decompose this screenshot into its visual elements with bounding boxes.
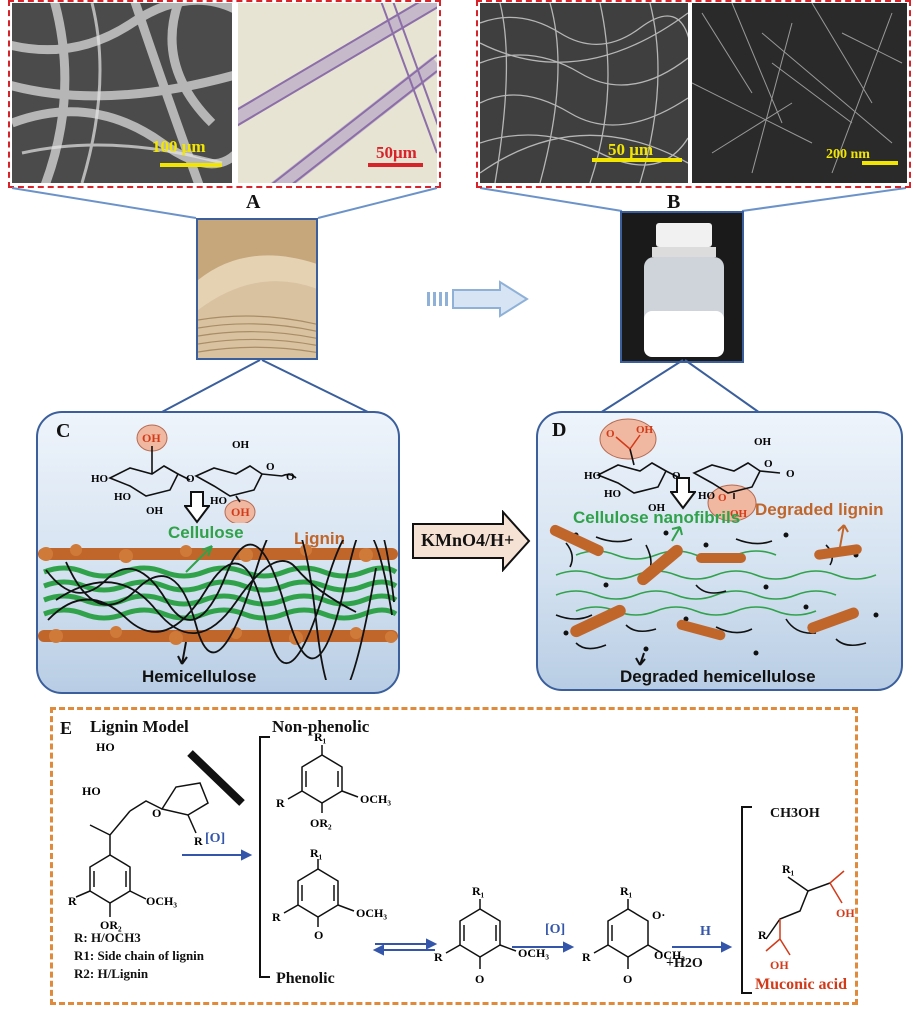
svg-text:R₁: R₁ [314,730,327,744]
svg-text:O: O [286,471,295,483]
svg-text:HO: HO [91,473,109,485]
svg-text:O: O [672,470,681,482]
sem-fibers-image [12,3,232,183]
water-label: +H2O [666,956,703,971]
svg-text:R₁: R₁ [620,884,633,898]
panel-letter-b: B [667,191,681,213]
svg-text:O: O [152,806,161,820]
svg-text:OCH₃: OCH₃ [360,792,391,806]
panel-e-frame [50,707,858,1005]
svg-text:R: R [582,950,591,964]
panel-c-connector [159,359,761,414]
degraded-lignin-label: Degraded lignin [755,500,884,519]
svg-text:R: R [758,928,767,942]
svg-text:OCH₃: OCH₃ [356,906,387,920]
svg-text:OH: OH [730,508,748,520]
svg-text:O: O [623,972,632,986]
lignin-model-label: Lignin Model [90,717,189,736]
svg-text:O: O [606,428,615,440]
down-arrow-c [184,491,210,524]
scale-label-b-right: 200 nm [826,147,870,162]
oxidant-label-2: [O] [545,922,566,937]
svg-text:OH: OH [836,906,855,920]
svg-text:OH: OH [146,505,164,517]
degraded-hemicellulose-label: Degraded hemicellulose [620,667,816,686]
cellulose-label: Cellulose [168,523,244,542]
r2-definition: R2: H/Lignin [74,966,149,981]
svg-text:R: R [276,796,285,810]
svg-text:HO: HO [584,470,602,482]
svg-text:O: O [786,468,795,480]
svg-text:R: R [434,950,443,964]
sem-network-image [480,3,688,183]
svg-text:R: R [194,834,203,848]
r1-definition: R1: Side chain of lignin [74,948,205,963]
optical-fibers-image [238,3,437,183]
svg-text:R₁: R₁ [782,862,795,876]
panel-a-frame [8,0,441,188]
panel-letter-a: A [246,191,261,213]
svg-text:R₁: R₁ [310,846,323,860]
svg-text:HO: HO [114,491,132,503]
proton-label: H [700,924,711,939]
tem-nanofibers-image [692,3,907,183]
kraft-paper-photo [196,218,318,360]
reagent-label: KMnO4/H+ [421,530,515,550]
lignin-label: Lignin [294,529,345,548]
phenolic-label: Phenolic [276,970,335,987]
panel-letter-e: E [60,718,73,738]
svg-text:OCH₃: OCH₃ [518,946,549,960]
svg-text:HO: HO [210,495,228,507]
cellulose-nanofibrils-label: Cellulose nanofibrils [573,508,741,527]
oxidant-label-1: [O] [205,831,226,846]
svg-text:OCH₃: OCH₃ [654,948,685,962]
svg-text:O: O [764,458,773,470]
panel-letter-c: C [56,420,71,442]
fiber-bundle-c [38,540,398,680]
svg-text:O: O [314,928,323,942]
svg-text:OH: OH [648,502,666,514]
svg-text:HO: HO [604,488,622,500]
cellulose-structure-c: HO HO OH O OH HO O O [91,424,297,523]
hemicellulose-label: Hemicellulose [142,667,257,686]
svg-text:OH: OH [770,958,789,972]
scale-label-b-left: 50 μm [608,140,654,159]
svg-text:O: O [186,473,195,485]
methanol-label: CH3OH [770,806,820,821]
svg-text:HO: HO [96,740,115,754]
scale-label-a-left: 100 μm [152,137,206,156]
svg-text:OH: OH [232,439,250,451]
panel-a-connector [11,187,907,219]
svg-text:HO: HO [82,784,101,798]
hydroxyl-label-bottom-c: OH [231,505,250,519]
r-definition: R: H/OCH3 [74,930,141,945]
panel-letter-d: D [552,419,567,441]
hydroxyl-label-top-c: OH [142,431,161,445]
reaction-scheme: HO HO O R R OCH₃ OR₂ R₁ R OCH₃ OR₂ R₁ R … [68,730,855,994]
svg-text:OH: OH [636,424,654,436]
non-phenolic-label: Non-phenolic [272,717,370,736]
scale-label-a-right: 50μm [376,143,417,162]
process-arrow-top [427,280,529,318]
svg-text:R: R [272,910,281,924]
svg-text:R: R [68,894,77,908]
svg-text:HO: HO [698,490,716,502]
cnf-bottle-photo [620,211,744,363]
svg-text:OH: OH [754,436,772,448]
svg-text:OR₂: OR₂ [310,816,332,830]
muconic-acid-label: Muconic acid [755,976,847,993]
svg-text:O·: O· [652,908,665,922]
svg-text:O: O [266,461,275,473]
down-arrow-d [670,477,696,510]
svg-text:R₁: R₁ [472,884,485,898]
reagent-arrow [412,510,531,572]
svg-text:O: O [718,492,727,504]
panel-b-frame [476,0,911,188]
svg-text:OR₂: OR₂ [100,918,122,932]
svg-text:O: O [475,972,484,986]
degraded-fibers-d [549,524,879,666]
oxidized-cellulose-structure-d: O OH O OH HO HO OH O OH HO O O [584,418,795,522]
svg-text:OCH₃: OCH₃ [146,894,177,908]
